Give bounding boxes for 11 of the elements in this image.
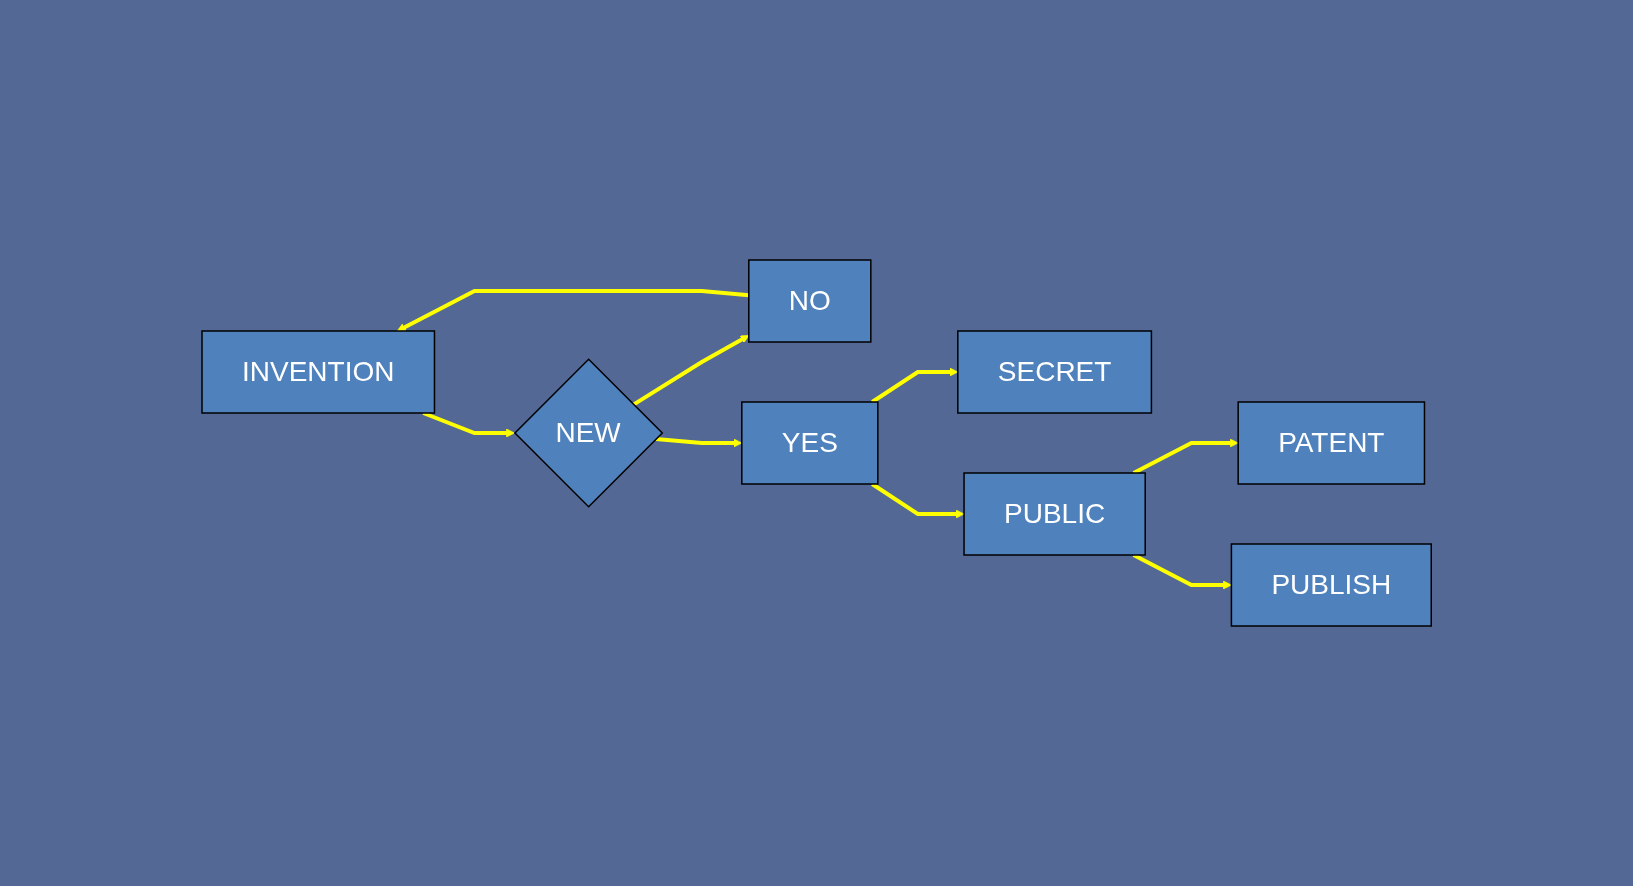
- node-box: PUBLISH: [1230, 543, 1432, 627]
- node-diamond: NEW: [513, 358, 664, 508]
- arrow: [396, 289, 749, 332]
- arrow: [422, 411, 515, 438]
- node-box: PUBLIC: [963, 472, 1146, 556]
- node-box: PATENT: [1237, 401, 1426, 485]
- node-box: INVENTION: [201, 330, 436, 414]
- node-box: NO: [747, 259, 872, 343]
- node-box: SECRET: [956, 330, 1153, 414]
- node-box: YES: [740, 401, 879, 485]
- arrow: [1132, 438, 1239, 475]
